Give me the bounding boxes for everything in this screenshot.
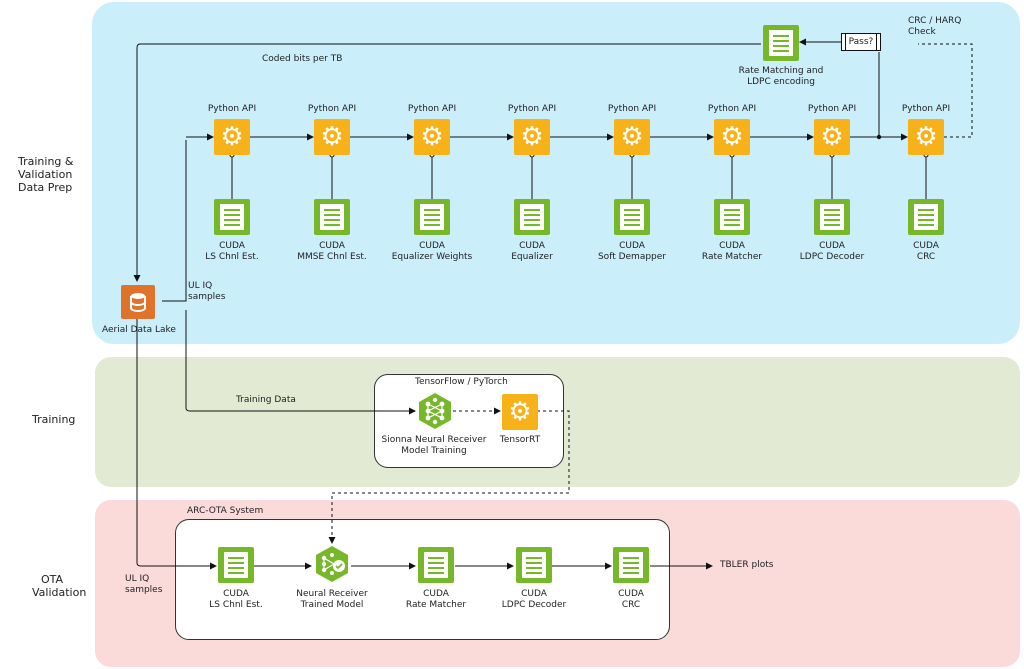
ota-crc-icon: [613, 547, 649, 583]
cuda-kernel-label: CUDA MMSE Chnl Est.: [297, 241, 367, 262]
sionna-network-icon: [416, 392, 454, 430]
neural-receiver-label: Neural Receiver Trained Model: [296, 589, 368, 610]
ota-ls-est-icon: [218, 547, 254, 583]
gear-icon: ⚙: [814, 119, 850, 155]
ota-ldpc-icon: [516, 547, 552, 583]
training-data-label: Training Data: [236, 395, 296, 405]
ota-ul-iq-label: UL IQ samples: [125, 574, 163, 595]
pass-decision-box: Pass?: [841, 33, 881, 51]
python-api-label: Python API: [507, 104, 557, 114]
gear-icon: ⚙: [714, 119, 750, 155]
gear-icon: ⚙: [514, 119, 550, 155]
cuda-kernel-label: CUDA Soft Demapper: [597, 241, 667, 262]
ul-iq-samples-label: UL IQ samples: [188, 281, 226, 302]
tensorrt-icon: ⚙: [502, 394, 538, 430]
pass-label: Pass?: [848, 37, 874, 47]
gear-icon: ⚙: [414, 119, 450, 155]
cuda-kernel-icon: [214, 199, 250, 235]
row-label-training: Training: [32, 413, 76, 426]
gear-icon: ⚙: [214, 119, 250, 155]
ota-crc-label: CUDA CRC: [618, 589, 644, 610]
database-icon: [121, 285, 155, 319]
gear-icon: ⚙: [614, 119, 650, 155]
python-api-label: Python API: [707, 104, 757, 114]
python-api-label: Python API: [607, 104, 657, 114]
prep-band: [92, 2, 1020, 344]
neural-receiver-icon: [313, 545, 351, 583]
tbler-plots-label: TBLER plots: [720, 560, 774, 570]
cuda-kernel-label: CUDA Equalizer Weights: [391, 241, 473, 262]
sionna-label: Sionna Neural Receiver Model Training: [381, 435, 487, 456]
cuda-kernel-icon: [814, 199, 850, 235]
cuda-kernel-label: CUDA Rate Matcher: [701, 241, 763, 262]
gear-icon: ⚙: [314, 119, 350, 155]
python-api-label: Python API: [307, 104, 357, 114]
rate-matching-ldpc-label: Rate Matching and LDPC encoding: [738, 66, 824, 87]
python-api-label: Python API: [901, 104, 951, 114]
framework-label: TensorFlow / PyTorch: [415, 377, 508, 387]
cuda-kernel-icon: [514, 199, 550, 235]
rate-matching-ldpc-icon: [763, 25, 799, 61]
cuda-kernel-icon: [908, 199, 944, 235]
ota-rate-matcher-label: CUDA Rate Matcher: [405, 589, 467, 610]
ota-ls-est-label: CUDA LS Chnl Est.: [209, 589, 263, 610]
ota-rate-matcher-icon: [418, 547, 454, 583]
tensorrt-label: TensorRT: [499, 435, 541, 445]
coded-bits-label: Coded bits per TB: [262, 54, 343, 64]
cuda-kernel-icon: [314, 199, 350, 235]
arc-ota-label: ARC-OTA System: [187, 506, 264, 516]
row-label-prep: Training & Validation Data Prep: [18, 155, 74, 194]
ota-ldpc-label: CUDA LDPC Decoder: [501, 589, 567, 610]
cuda-kernel-label: CUDA Equalizer: [511, 241, 553, 262]
cuda-kernel-icon: [714, 199, 750, 235]
cuda-kernel-label: CUDA LS Chnl Est.: [205, 241, 259, 262]
python-api-label: Python API: [407, 104, 457, 114]
cuda-kernel-icon: [614, 199, 650, 235]
datalake-label: Aerial Data Lake: [102, 325, 176, 335]
gear-icon: ⚙: [908, 119, 944, 155]
crc-harq-label: CRC / HARQ Check: [908, 16, 962, 37]
python-api-label: Python API: [207, 104, 257, 114]
python-api-label: Python API: [807, 104, 857, 114]
cuda-kernel-label: CUDA LDPC Decoder: [799, 241, 865, 262]
cuda-kernel-label: CUDA CRC: [913, 241, 939, 262]
cuda-kernel-icon: [414, 199, 450, 235]
